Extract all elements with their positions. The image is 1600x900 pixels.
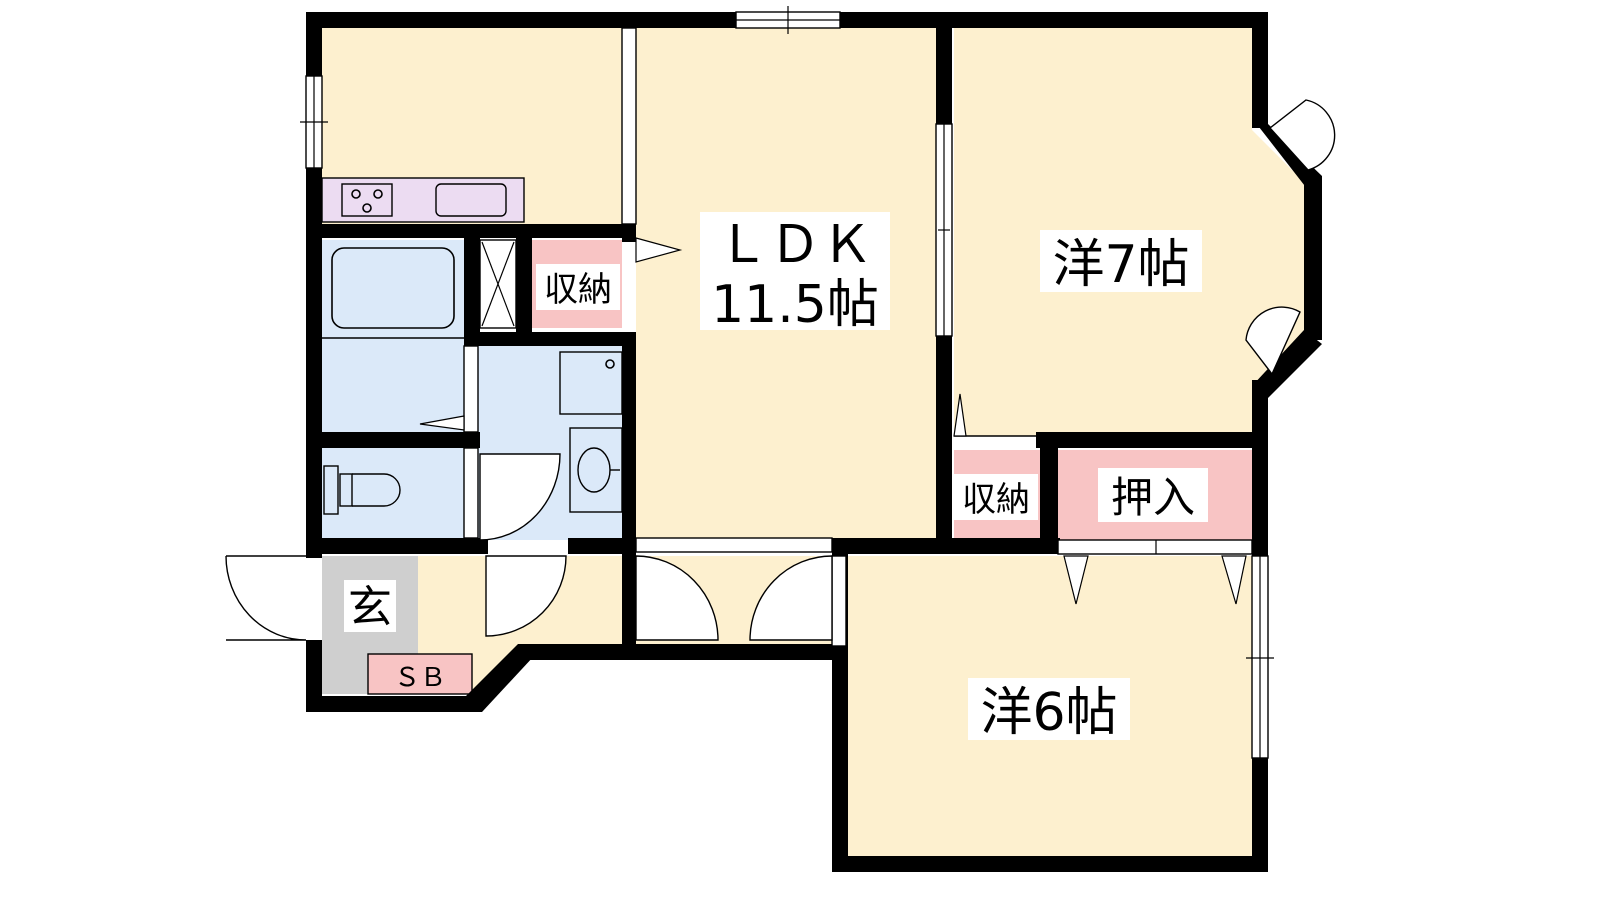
door-marker-icon xyxy=(1221,555,1247,605)
toilet-floor xyxy=(322,448,464,540)
bath-floor xyxy=(322,240,464,434)
storage-right-label: 収納 xyxy=(962,480,1030,520)
storage-ldk-label: 収納 xyxy=(544,270,612,310)
shoebox-floor xyxy=(367,653,473,695)
burner-icon xyxy=(373,189,383,199)
sliding-door xyxy=(831,555,847,647)
door-marker-icon xyxy=(419,415,465,431)
toilet-icon xyxy=(323,465,401,515)
bay-door xyxy=(1268,99,1336,171)
closet-label: 押入 xyxy=(1111,473,1195,522)
stove xyxy=(341,183,393,217)
hall-door xyxy=(635,555,719,641)
doors xyxy=(225,99,1336,641)
entrance-label: 玄 xyxy=(348,582,392,633)
sliding-door xyxy=(1057,539,1253,555)
windows xyxy=(300,6,1274,759)
kitchen-counter xyxy=(321,177,525,223)
shoebox-label: ＳＢ xyxy=(394,663,446,693)
sliding-door xyxy=(463,345,479,433)
hall-door xyxy=(749,555,833,641)
corridor-door xyxy=(485,555,567,637)
bay-door xyxy=(1245,306,1301,376)
western6-label: 洋6帖 xyxy=(980,683,1117,743)
sliding-door xyxy=(635,537,833,553)
ldk-label: ＬＤＫ xyxy=(717,215,873,275)
sliding-door xyxy=(621,27,637,225)
labels: ＬＤＫ 11.5帖 洋7帖 洋6帖 押入 収納 収納 玄 ＳＢ xyxy=(344,212,1208,743)
sliding-door xyxy=(463,447,479,539)
ldk-size-label: 11.5帖 xyxy=(711,275,879,335)
toilet-door xyxy=(479,453,561,541)
door-marker-icon xyxy=(953,393,967,437)
western7-label: 洋7帖 xyxy=(1052,235,1189,295)
counter-top xyxy=(321,177,525,223)
entrance-door xyxy=(225,555,307,641)
burner-icon xyxy=(351,189,361,199)
door-marker-icon xyxy=(1063,555,1089,605)
bathtub-icon xyxy=(331,247,455,329)
door-marker-icon xyxy=(635,237,683,263)
burner-icon xyxy=(362,203,372,213)
sink-icon xyxy=(435,183,507,217)
